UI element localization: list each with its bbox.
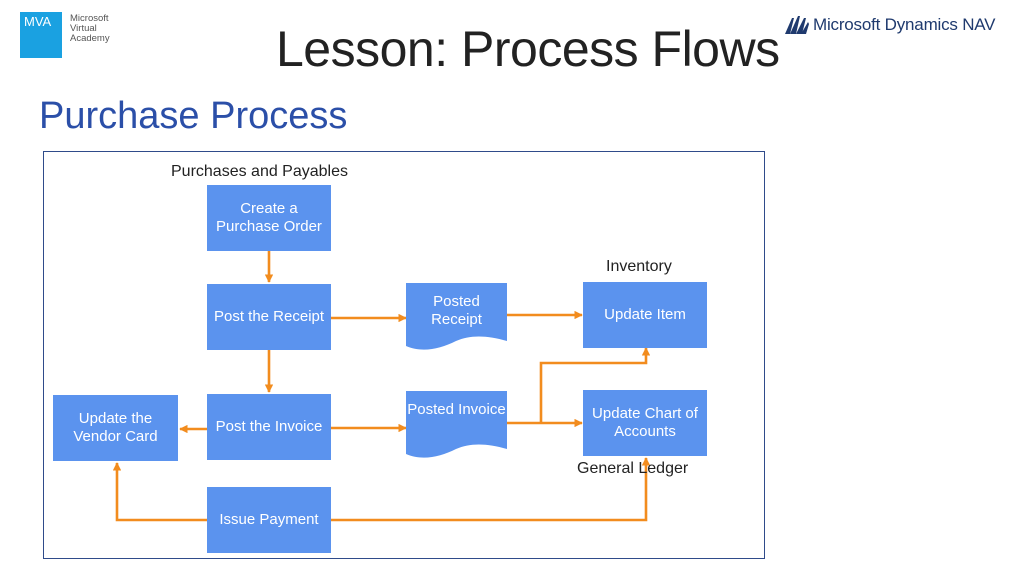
update-vendor-card-node: Update the Vendor Card (53, 395, 178, 461)
node-label: Update Item (604, 306, 686, 323)
node-label: Post the Invoice (215, 418, 323, 435)
update-item-node: Update Item (583, 282, 707, 348)
post-invoice-node: Post the Invoice (207, 394, 331, 460)
mva-wordmark-line: Virtual (70, 23, 97, 34)
issue-payment-node: Issue Payment (207, 487, 331, 553)
mva-logo: MVA (20, 12, 62, 58)
node-label: Create a Purchase Order (216, 200, 322, 235)
inventory-label: Inventory (606, 258, 672, 275)
node-label: Posted Receipt (431, 293, 482, 328)
node-label: Update the Vendor Card (73, 410, 158, 445)
lesson-title: Lesson: Process Flows (276, 21, 780, 77)
node-label: Issue Payment (219, 511, 319, 528)
general-ledger-label: General Ledger (577, 460, 689, 477)
dynamics-nav-brand: Microsoft Dynamics NAV (785, 12, 996, 38)
mva-logo-text: MVA (24, 14, 52, 29)
document-shape-icon (406, 391, 507, 458)
document-shape-icon (406, 283, 507, 350)
posted-receipt-document: Posted Receipt (406, 283, 507, 353)
diagram-frame (43, 151, 765, 559)
mva-wordmark-line: Microsoft (70, 13, 109, 24)
posted-invoice-document: Posted Invoice (406, 391, 507, 461)
purchases-payables-label: Purchases and Payables (171, 163, 348, 180)
update-chart-of-accounts-node: Update Chart of Accounts (583, 390, 707, 456)
node-label: Posted Invoice (407, 401, 506, 418)
post-receipt-node: Post the Receipt (207, 284, 331, 350)
section-title: Purchase Process (39, 95, 348, 137)
mva-wordmark: Microsoft Virtual Academy (70, 14, 110, 44)
node-label: Post the Receipt (213, 308, 325, 325)
mva-wordmark-line: Academy (70, 33, 110, 44)
node-label: Update Chart of Accounts (592, 405, 698, 440)
dynamics-logo-icon (785, 16, 809, 34)
brand-name: Microsoft Dynamics NAV (813, 15, 996, 34)
create-purchase-order-node: Create a Purchase Order (207, 185, 331, 251)
